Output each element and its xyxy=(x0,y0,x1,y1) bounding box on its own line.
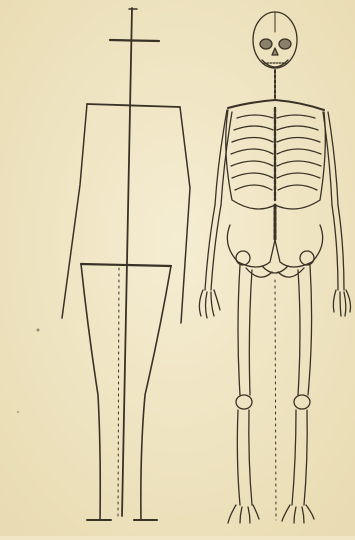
head-crossbar xyxy=(110,40,159,41)
paper-speck xyxy=(37,329,40,332)
paper-speck xyxy=(17,411,19,413)
